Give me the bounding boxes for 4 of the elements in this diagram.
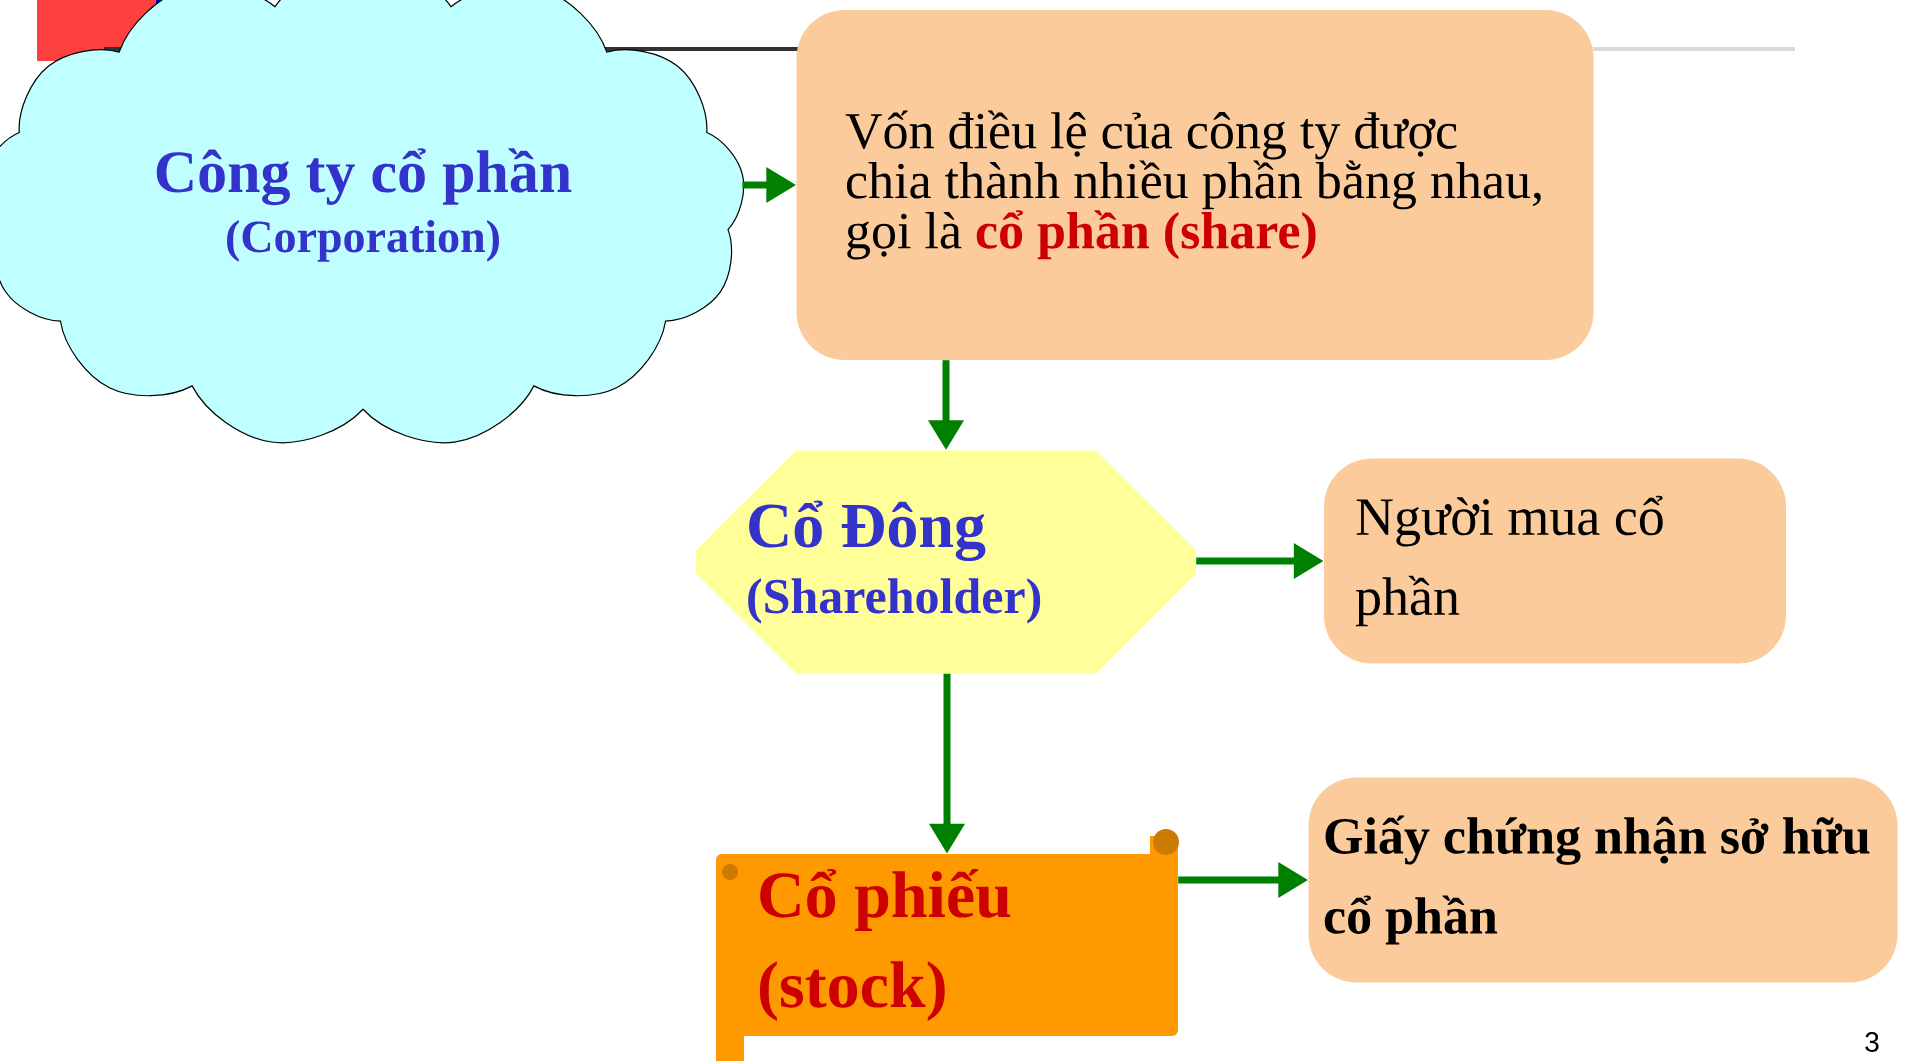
- rounded-box: Giấy chứng nhận sở hữu cổ phần: [1308, 777, 1898, 983]
- page-number: 3: [1865, 1032, 1879, 1052]
- rounded-box: Vốn điều lệ của công ty được chia thành nhiều phần bằng nhau, gọi là cổ phần (share): [796, 10, 1594, 360]
- rounded-box: Người mua cổ phần: [1324, 458, 1786, 664]
